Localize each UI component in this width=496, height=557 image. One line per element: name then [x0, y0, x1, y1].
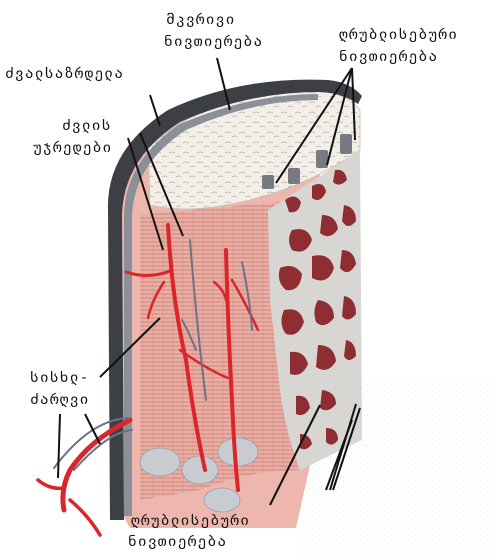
label-vessels-2: ძარღვი — [30, 391, 90, 410]
label-compact-bone-2: ნივთიერება — [164, 33, 263, 52]
label-vessels-1: სისხლ- — [30, 369, 90, 388]
label-periosteum: ძვალსაზრდელა — [5, 65, 124, 84]
label-bone-cells-1: ძვლის — [62, 117, 112, 136]
label-compact-bone-1: მკვრივი — [166, 11, 236, 30]
label-spongy-bottom-2: ნივთიერება — [128, 533, 227, 552]
label-bone-cells-2: უჯრედები — [33, 139, 112, 158]
label-spongy-top-2: ნივთიერება — [339, 48, 438, 67]
label-spongy-bottom-1: ღრუბლისებური — [131, 512, 250, 531]
label-spongy-top-1: ღრუბლისებური — [339, 26, 458, 45]
